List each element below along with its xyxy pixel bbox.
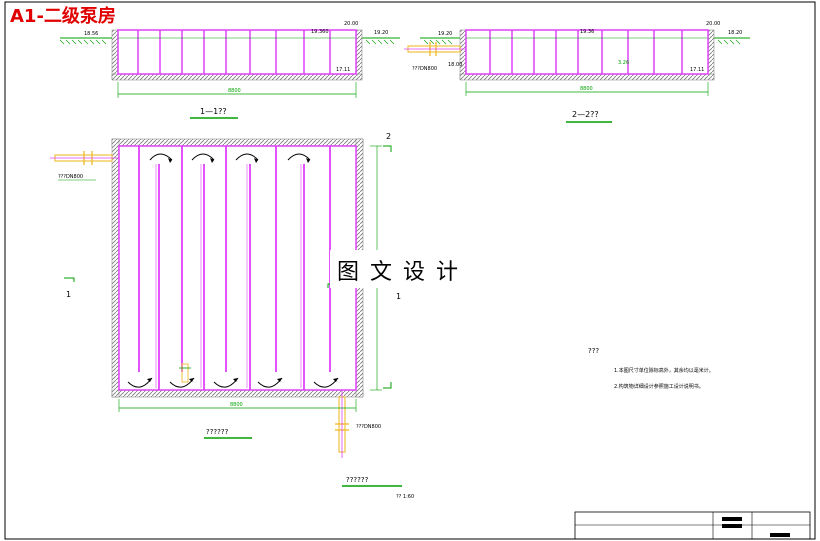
section-2-width-dim: 8800 xyxy=(580,86,593,92)
drawing-title: A1-二级泵房 xyxy=(10,5,116,27)
flow-arrows-top xyxy=(149,153,311,161)
section-2-2: ???DN800 19.20 19.36 20.00 18.20 18.00 3… xyxy=(404,21,750,123)
section-2-elev-ground-left: 19.20 xyxy=(438,31,452,37)
note-item-2: 2.构筑物详细设计参照施工设计说明书。 xyxy=(614,383,704,390)
notes: ??? 1.本图尺寸单位除标高外，其余均以毫米计。 2.构筑物详细设计参照施工设… xyxy=(588,347,714,390)
section-2-elev-top: 20.00 xyxy=(706,21,720,27)
watermark-bg xyxy=(330,250,490,288)
title-block xyxy=(574,511,811,540)
section-2-elev-ground-right: 18.20 xyxy=(728,30,742,36)
sheet-border xyxy=(4,1,816,540)
section-1-width-dim: 8800 xyxy=(228,88,241,94)
section-1-1: 18.56 19.360 20.00 19.20 17.11 8800 1—1?… xyxy=(59,21,400,119)
section-1-elev-ground-right: 19.20 xyxy=(374,30,388,36)
plan-label: ?????? xyxy=(206,428,229,436)
section-1-label: 1—1?? xyxy=(200,107,227,116)
plan-inlet-pipe xyxy=(50,151,119,165)
section-1-elev-bottom: 17.11 xyxy=(336,67,350,73)
section-2-elev-mid: 18.00 xyxy=(448,62,462,68)
section-2-elev-inner: 3.26 xyxy=(618,60,629,66)
plan-inlet-pipe-label: ???DN800 xyxy=(58,174,83,180)
plan-outlet-pipe-label: ???DN800 xyxy=(356,424,381,430)
section-mark-2: 2 xyxy=(386,132,391,141)
scale-value: ?? 1:60 xyxy=(396,494,414,500)
notes-heading: ??? xyxy=(588,347,599,355)
plan-outlet-pipe xyxy=(335,390,349,458)
section-2-elev-water: 19.36 xyxy=(580,29,594,35)
section-2-label: 2—2?? xyxy=(572,110,599,119)
plan-view: ???DN800 ???DN800 8800 1 1 2 ?????? xyxy=(50,132,401,458)
scale-label: ?????? xyxy=(346,476,369,484)
section-1-elev-water: 19.360 xyxy=(311,29,329,35)
title-block-mark xyxy=(722,517,742,521)
plan-width-dim: 8800 xyxy=(230,402,243,408)
section-1-elev-ground-left: 18.56 xyxy=(84,31,98,37)
note-item-1: 1.本图尺寸单位除标高外，其余均以毫米计。 xyxy=(614,367,714,374)
section-2-inlet-pipe xyxy=(404,42,466,56)
section-mark-1-right: 1 xyxy=(396,292,401,301)
watermark: 图 文 设 计 xyxy=(337,260,460,285)
section-1-elev-top: 20.00 xyxy=(344,21,358,27)
section-2-pipe-label: ???DN800 xyxy=(412,66,437,72)
section-mark-1-left: 1 xyxy=(66,290,71,299)
section-2-elev-bottom: 17.11 xyxy=(690,67,704,73)
